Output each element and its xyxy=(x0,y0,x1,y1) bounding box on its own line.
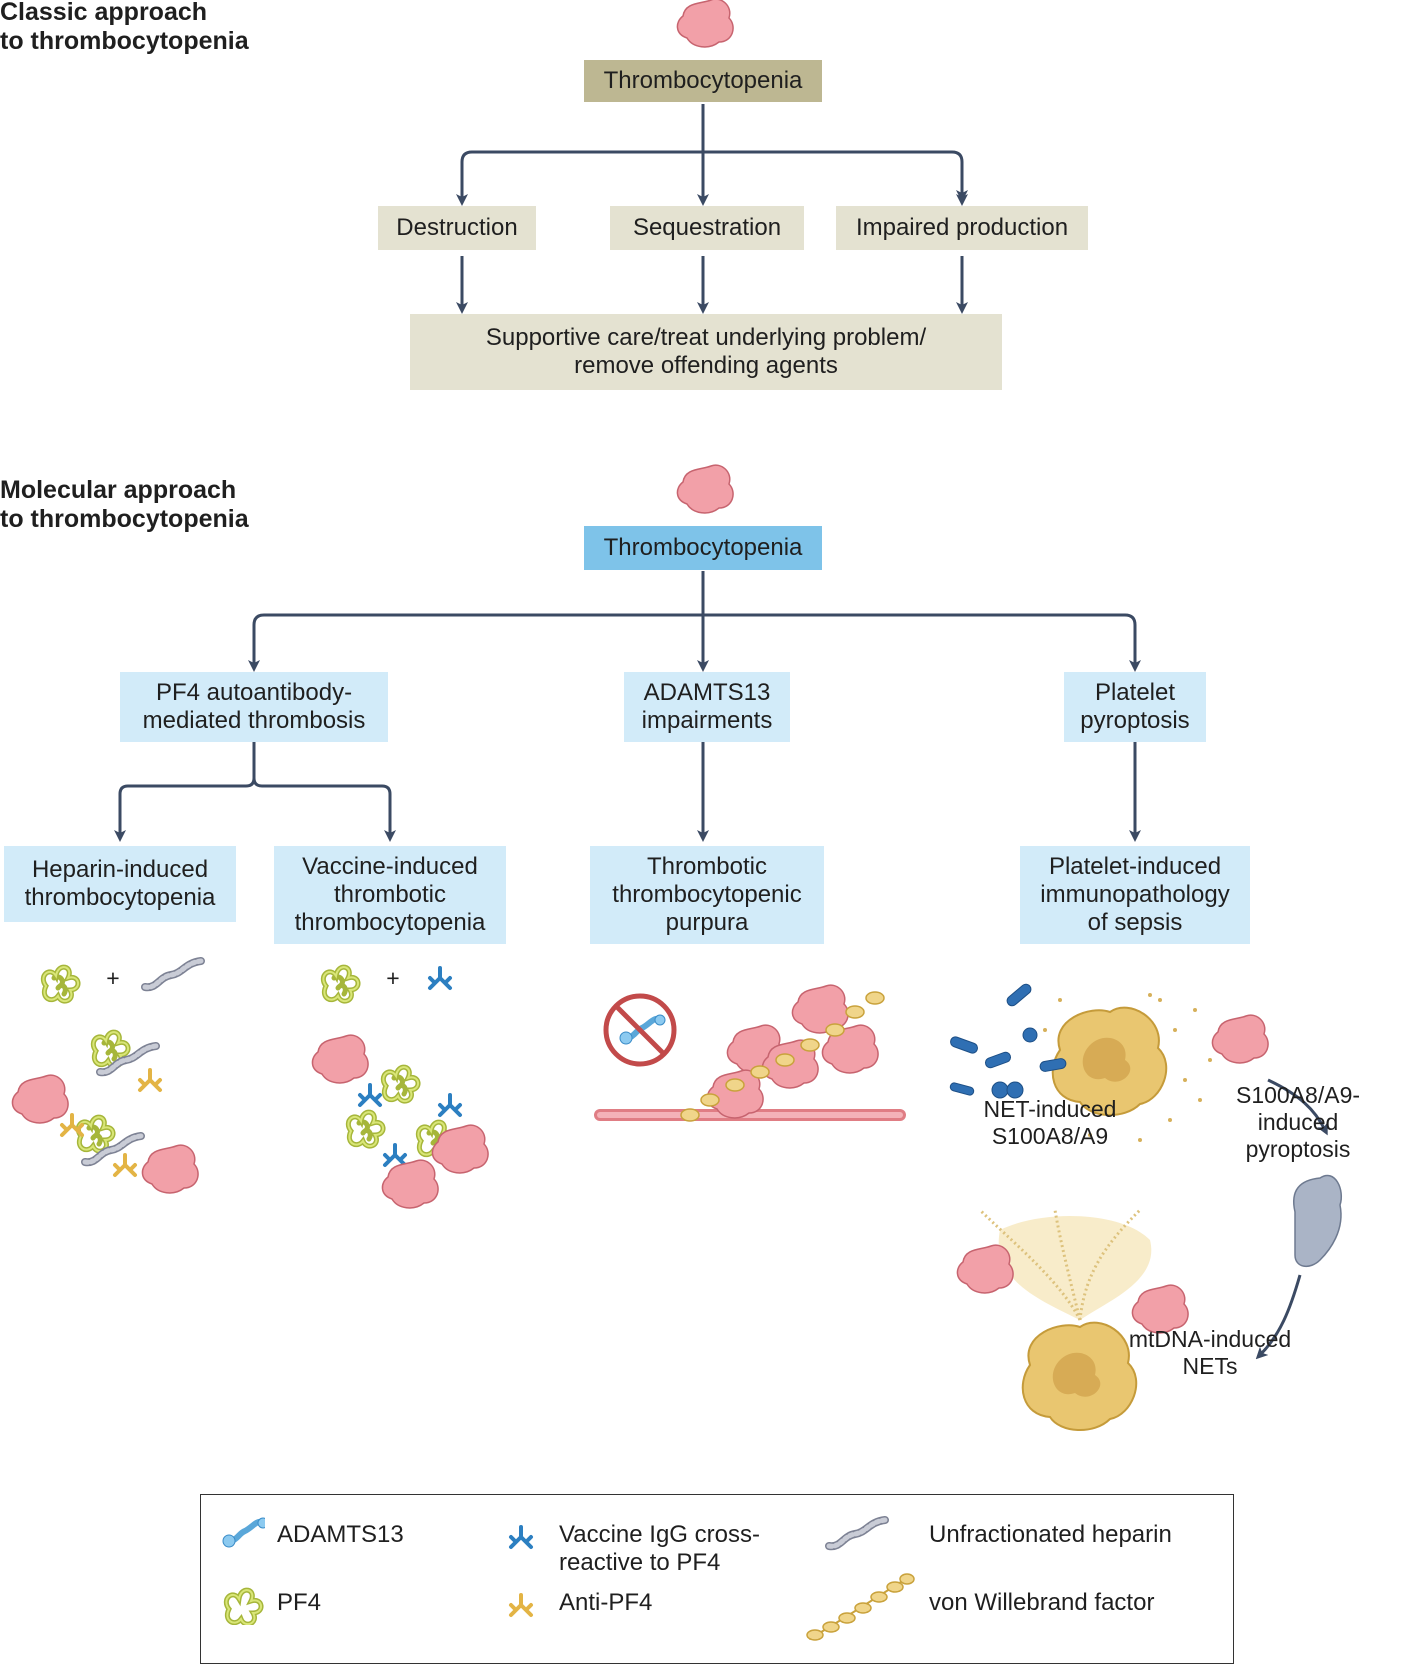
box-label: purpura xyxy=(665,909,749,936)
box-label: Platelet-induced xyxy=(1048,853,1222,880)
pf4-icon xyxy=(383,1067,418,1101)
legend-vaccine: Vaccine IgG cross- reactive to PF4 xyxy=(559,1521,760,1577)
box-label: ADAMTS13 xyxy=(643,679,771,706)
sepsis-box: Platelet-induced immunopathology of seps… xyxy=(1020,846,1250,944)
box-label: thrombocytopenia xyxy=(294,909,486,936)
label-line: mtDNA-induced xyxy=(1128,1326,1292,1352)
box-label: PF4 autoantibody- xyxy=(155,679,353,706)
label-line: NET-induced xyxy=(983,1096,1117,1122)
sepsis-illustration xyxy=(949,983,1342,1432)
label-line: induced xyxy=(1257,1109,1339,1135)
box-label: thrombocytopenic xyxy=(612,881,802,908)
classic-connectors xyxy=(456,104,968,314)
label-line: S100A8/A9- xyxy=(1235,1082,1361,1108)
box-label: thrombotic xyxy=(333,881,447,908)
box-label: Platelet xyxy=(1094,679,1176,706)
box-label: remove offending agents xyxy=(574,352,838,379)
heparin-icon xyxy=(145,961,201,987)
pf4-icon xyxy=(348,1112,383,1146)
label-line: NETs xyxy=(1182,1353,1238,1379)
legend-adamts13: ADAMTS13 xyxy=(277,1521,404,1548)
legend-line: reactive to PF4 xyxy=(559,1549,721,1576)
impaired-production-box: Impaired production xyxy=(836,206,1088,250)
box-label: of sepsis xyxy=(1087,909,1183,936)
molecular-connectors xyxy=(114,571,1141,842)
label-line: S100A8/A9 xyxy=(991,1123,1109,1149)
box-label: Supportive care/treat underlying problem… xyxy=(485,324,927,351)
box-label: Heparin-induced xyxy=(31,856,209,883)
plus-sign: + xyxy=(106,965,120,991)
granule-cloud xyxy=(1043,993,1212,1142)
heparin-icon xyxy=(825,1516,889,1551)
legend-heparin: Unfractionated heparin xyxy=(929,1521,1172,1548)
label-line: pyroptosis xyxy=(1245,1136,1351,1162)
pyroptosis-box: Platelet pyroptosis xyxy=(1064,672,1206,742)
mtdna-nets-label: mtDNA-induced NETs xyxy=(1110,1326,1310,1380)
platelet-icon xyxy=(1211,1014,1269,1064)
pyroptotic-platelet-icon xyxy=(1293,1174,1342,1267)
pf4-icon xyxy=(323,967,358,1001)
legend-pf4: PF4 xyxy=(277,1589,322,1616)
adamts13-icon xyxy=(222,1517,265,1548)
box-label: impairments xyxy=(641,707,773,734)
box-label: Thrombocytopenia xyxy=(603,534,803,561)
legend-vwf: von Willebrand factor xyxy=(929,1589,1155,1616)
plus-sign: + xyxy=(386,965,400,991)
vwf-icon xyxy=(806,1573,915,1641)
pf4-icon xyxy=(223,1587,264,1625)
destruction-box: Destruction xyxy=(378,206,536,250)
vitt-illustration xyxy=(311,966,489,1209)
anti-pf4-icon xyxy=(509,1593,533,1617)
box-label: Vaccine-induced xyxy=(302,853,478,880)
anti-pf4-icon xyxy=(138,1068,162,1092)
box-label: Destruction xyxy=(396,214,518,241)
box-label: thrombocytopenia xyxy=(24,884,216,911)
ttp-box: Thrombotic thrombocytopenic purpura xyxy=(590,846,824,944)
legend: ADAMTS13 PF4 Vaccine IgG cross- reactive… xyxy=(200,1494,1234,1664)
platelet-icon xyxy=(381,1159,439,1209)
box-label: Sequestration xyxy=(632,214,782,241)
molecular-section-title: Molecular approach to thrombocytopenia xyxy=(0,476,249,534)
title-line: to thrombocytopenia xyxy=(0,27,249,55)
net-induced-label: NET-induced S100A8/A9 xyxy=(960,1096,1140,1150)
box-label: immunopathology xyxy=(1040,881,1230,908)
pf4-icon xyxy=(43,967,78,1001)
platelet-icon xyxy=(676,464,734,514)
classic-root-box: Thrombocytopenia xyxy=(584,60,822,102)
classic-section-title: Classic approach to thrombocytopenia xyxy=(0,0,249,56)
box-label: mediated thrombosis xyxy=(142,707,366,734)
box-label: pyroptosis xyxy=(1080,707,1190,734)
platelet-icon xyxy=(11,1074,69,1124)
platelet-icon xyxy=(676,0,734,48)
s100-pyroptosis-label: S100A8/A9- induced pyroptosis xyxy=(1218,1082,1378,1163)
title-line: Molecular approach xyxy=(0,476,237,504)
vaccine-igg-icon xyxy=(438,1093,462,1117)
title-line: to thrombocytopenia xyxy=(0,505,249,533)
hit-illustration xyxy=(11,961,201,1194)
vaccine-igg-icon xyxy=(428,966,452,990)
legend-anti-pf4: Anti-PF4 xyxy=(559,1589,653,1616)
box-label: Thrombocytopenia xyxy=(603,67,803,94)
vaccine-igg-icon xyxy=(509,1525,533,1549)
net-structure xyxy=(978,1208,1152,1321)
platelet-icon xyxy=(956,1244,1014,1294)
box-label: Thrombotic xyxy=(646,853,768,880)
legend-line: Vaccine IgG cross- xyxy=(559,1521,760,1548)
platelet-icon xyxy=(141,1144,199,1194)
vaccine-igg-icon xyxy=(358,1083,382,1107)
vaccine-igg-icon xyxy=(383,1143,407,1167)
hit-box: Heparin-induced thrombocytopenia xyxy=(4,846,236,922)
pf4-box: PF4 autoantibody- mediated thrombosis xyxy=(120,672,388,742)
platelet-icon xyxy=(311,1034,369,1084)
sequestration-box: Sequestration xyxy=(610,206,804,250)
anti-pf4-icon xyxy=(113,1153,137,1177)
box-label: Impaired production xyxy=(855,214,1069,241)
supportive-care-box: Supportive care/treat underlying problem… xyxy=(410,314,1002,390)
molecular-root-box: Thrombocytopenia xyxy=(584,526,822,570)
vitt-box: Vaccine-induced thrombotic thrombocytope… xyxy=(274,846,506,944)
ttp-illustration xyxy=(594,984,906,1122)
title-line: Classic approach xyxy=(0,0,208,26)
adamts13-box: ADAMTS13 impairments xyxy=(624,672,790,742)
